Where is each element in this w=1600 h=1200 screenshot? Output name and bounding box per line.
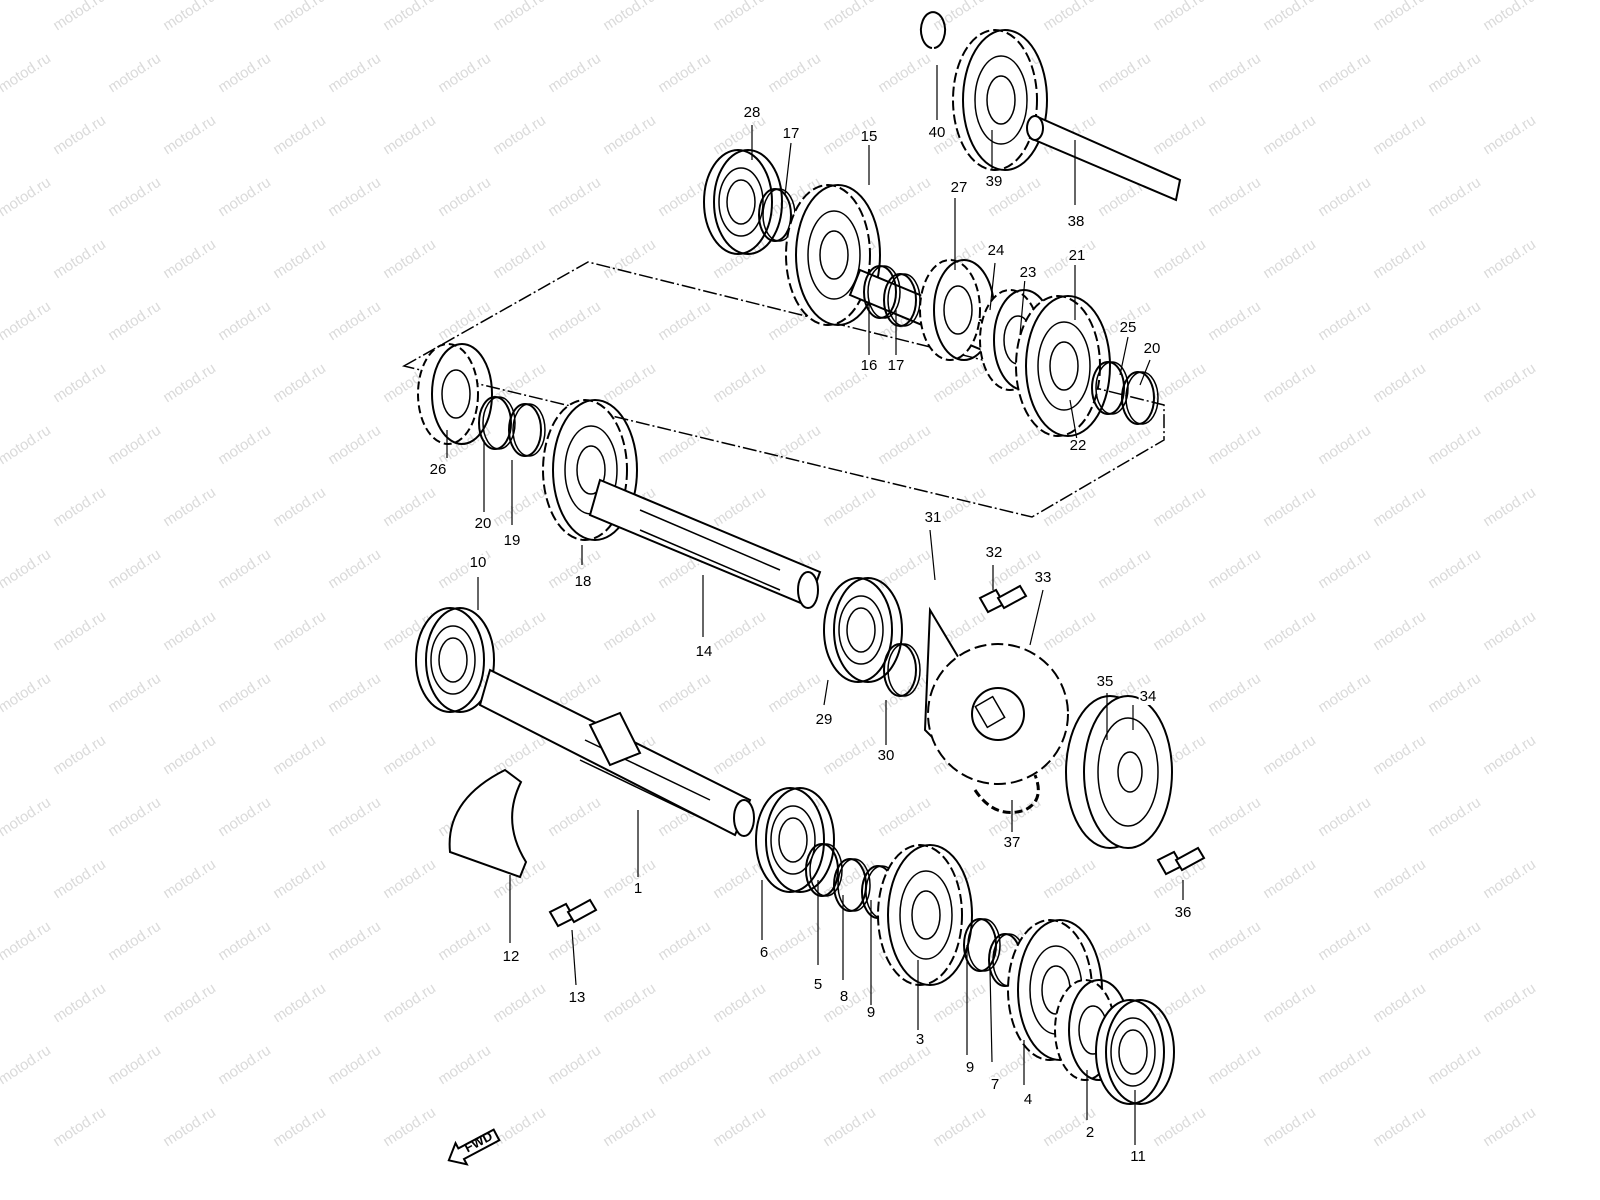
part-label-30: 30: [876, 747, 896, 764]
part-label-37: 37: [1002, 834, 1022, 851]
part-label-32: 32: [984, 544, 1004, 561]
part-label-11: 11: [1129, 1148, 1147, 1165]
part-label-24: 24: [986, 242, 1006, 259]
part-label-20-left: 20: [473, 515, 493, 532]
part-label-5: 5: [812, 976, 824, 993]
part-label-27: 27: [949, 179, 969, 196]
part-label-35: 35: [1095, 673, 1115, 690]
part-label-31: 31: [923, 509, 943, 526]
part-label-1: 1: [632, 880, 644, 897]
part-label-4: 4: [1022, 1091, 1034, 1108]
part-label-21: 21: [1067, 247, 1087, 264]
part-label-7: 7: [989, 1076, 1001, 1093]
part-label-40: 40: [927, 124, 947, 141]
part-label-36: 36: [1173, 904, 1193, 921]
part-label-26: 26: [428, 461, 448, 478]
part-label-38: 38: [1066, 213, 1086, 230]
part-label-13: 13: [567, 989, 587, 1006]
part-label-2: 2: [1084, 1124, 1096, 1141]
part-label-9-right: 9: [964, 1059, 976, 1076]
fwd-arrow-icon: FWD: [440, 1121, 505, 1175]
part-label-12: 12: [501, 948, 521, 965]
part-label-10: 10: [468, 554, 488, 571]
part-label-20-right: 20: [1142, 340, 1162, 357]
part-label-34: 34: [1138, 688, 1158, 705]
part-label-25: 25: [1118, 319, 1138, 336]
part-label-28: 28: [742, 104, 762, 121]
part-label-8: 8: [838, 988, 850, 1005]
part-label-3: 3: [914, 1031, 926, 1048]
part-label-14: 14: [694, 643, 714, 660]
part-label-15: 15: [859, 128, 879, 145]
part-label-33: 33: [1033, 569, 1053, 586]
part-label-29: 29: [814, 711, 834, 728]
part-label-39: 39: [984, 173, 1004, 190]
part-label-18: 18: [573, 573, 593, 590]
part-label-17-mid: 17: [886, 357, 906, 374]
part-label-9-left: 9: [865, 1004, 877, 1021]
part-label-17-top: 17: [781, 125, 801, 142]
part-label-6: 6: [758, 944, 770, 961]
part-label-23: 23: [1018, 264, 1038, 281]
part-label-22: 22: [1068, 437, 1088, 454]
part-label-19: 19: [502, 532, 522, 549]
part-label-16: 16: [859, 357, 879, 374]
